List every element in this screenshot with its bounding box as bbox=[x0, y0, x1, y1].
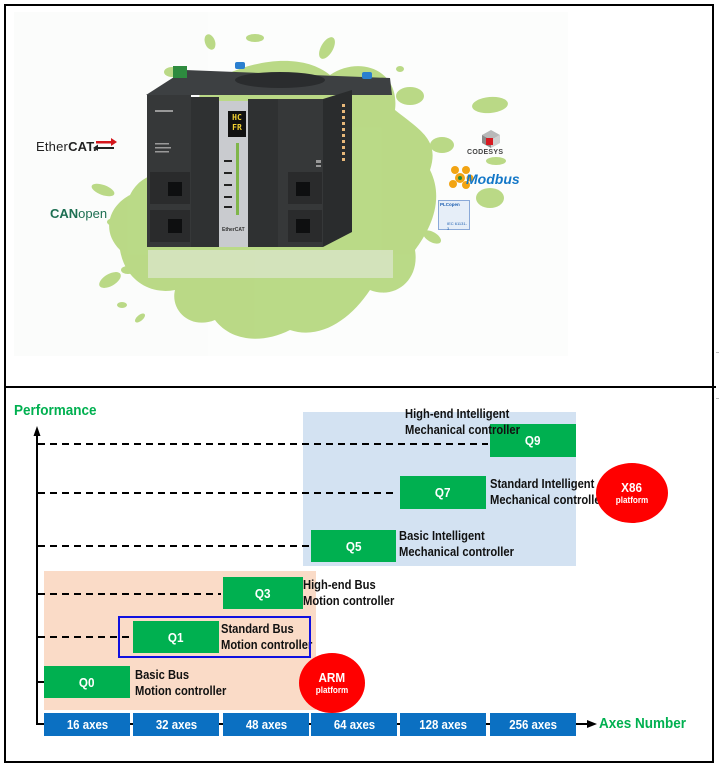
fan-grille bbox=[235, 72, 325, 88]
product-box-q9: Q9 bbox=[490, 424, 576, 457]
side-led-strip bbox=[342, 104, 345, 161]
module-left2 bbox=[191, 97, 219, 247]
ethercat-arrows-icon bbox=[93, 138, 117, 151]
terminal-connector bbox=[173, 66, 187, 78]
indicator-labels bbox=[224, 160, 232, 208]
clip-right bbox=[362, 72, 372, 79]
led-column bbox=[236, 143, 239, 215]
plcopen-title: PLCopen bbox=[440, 202, 460, 207]
device-markings bbox=[155, 110, 321, 167]
axis-category-label: 48 axes bbox=[245, 717, 287, 732]
ethernet-port-1 bbox=[168, 182, 182, 196]
platform-sub: platform bbox=[615, 494, 649, 505]
platform-name: ARM bbox=[318, 669, 346, 685]
axis-category-64-axes: 64 axes bbox=[311, 713, 397, 736]
ethernet-port-3 bbox=[296, 182, 310, 196]
axis-category-128-axes: 128 axes bbox=[400, 713, 486, 736]
axis-category-label: 16 axes bbox=[66, 717, 108, 732]
axis-category-label: 64 axes bbox=[333, 717, 375, 732]
product-code: Q5 bbox=[345, 538, 362, 554]
x86-platform-badge: X86 platform bbox=[596, 463, 668, 523]
edge-tick bbox=[716, 398, 719, 399]
platform-sub: platform bbox=[315, 684, 349, 695]
codesys-logo: CODESYS bbox=[467, 149, 504, 156]
description-line: Mechanical controller bbox=[490, 492, 605, 507]
device-reflection bbox=[148, 250, 393, 278]
product-box-q5: Q5 bbox=[311, 530, 396, 562]
ethernet-port-4 bbox=[296, 219, 310, 233]
display-line-2: FR bbox=[232, 123, 242, 132]
axis-category-32-axes: 32 axes bbox=[133, 713, 219, 736]
canopen-logo: CANopen bbox=[50, 206, 108, 221]
product-code: Q3 bbox=[255, 585, 271, 601]
product-illustration bbox=[91, 34, 508, 339]
device-ethercat-label: EtherCAT bbox=[222, 227, 245, 233]
seven-segment-display bbox=[228, 111, 246, 137]
description-line: Standard Intelligent bbox=[490, 476, 595, 491]
description-line: Motion controller bbox=[221, 637, 313, 652]
platform-name: X86 bbox=[621, 479, 643, 495]
product-box-q1: Q1 bbox=[133, 621, 219, 653]
product-box-q0: Q0 bbox=[44, 666, 130, 698]
ethercat-logo: EtherCAT. bbox=[36, 139, 97, 154]
axis-category-48-axes: 48 axes bbox=[223, 713, 309, 736]
codesys-cube-icon bbox=[482, 130, 500, 148]
description-line: High-end Bus bbox=[303, 577, 376, 592]
description-line: Mechanical controller bbox=[399, 544, 514, 559]
x-axis-title: Axes Number bbox=[599, 715, 687, 732]
device-display-text: HC FR bbox=[229, 113, 245, 133]
performance-guides bbox=[38, 443, 488, 683]
module-right2 bbox=[248, 99, 278, 247]
highlight-q1-frame bbox=[118, 616, 311, 658]
outer-frame bbox=[4, 4, 714, 763]
x-axis-arrow-icon bbox=[587, 720, 597, 728]
display-line-1: HC bbox=[232, 113, 242, 122]
axis-category-16-axes: 16 axes bbox=[44, 713, 130, 736]
axis-category-256-axes: 256 axes bbox=[490, 713, 576, 736]
y-axis-arrow-icon bbox=[33, 426, 41, 436]
plcopen-logo: PLCopen IEC 61131-3 bbox=[438, 200, 470, 231]
product-code: Q9 bbox=[525, 433, 541, 448]
edge-tick bbox=[716, 352, 719, 353]
modbus-flower-icon bbox=[449, 166, 474, 189]
description-line: Motion controller bbox=[135, 683, 227, 698]
product-code: Q1 bbox=[168, 629, 184, 645]
axis-category-label: 128 axes bbox=[419, 717, 467, 732]
axis-category-label: 32 axes bbox=[155, 717, 197, 732]
product-box-q7: Q7 bbox=[400, 476, 486, 509]
product-code: Q0 bbox=[79, 674, 95, 690]
description-line: Basic Bus bbox=[135, 667, 190, 682]
y-axis-title: Performance bbox=[14, 402, 97, 419]
description-line: Basic Intelligent bbox=[399, 528, 485, 543]
description-line: Motion controller bbox=[303, 593, 395, 608]
description-line: High-end Intelligent bbox=[405, 406, 510, 421]
arm-platform-badge: ARM platform bbox=[299, 653, 365, 713]
clip-left bbox=[235, 62, 245, 69]
plcopen-standard: IEC 61131-3 bbox=[447, 221, 467, 231]
ethernet-port-2 bbox=[168, 219, 182, 233]
product-code: Q7 bbox=[435, 485, 451, 500]
axis-category-label: 256 axes bbox=[509, 717, 557, 732]
panel-divider bbox=[4, 386, 716, 388]
modbus-logo: Modbus bbox=[466, 171, 520, 187]
description-line: Mechanical controller bbox=[405, 422, 520, 437]
product-box-q3: Q3 bbox=[223, 577, 303, 609]
description-line: Standard Bus bbox=[221, 621, 294, 636]
